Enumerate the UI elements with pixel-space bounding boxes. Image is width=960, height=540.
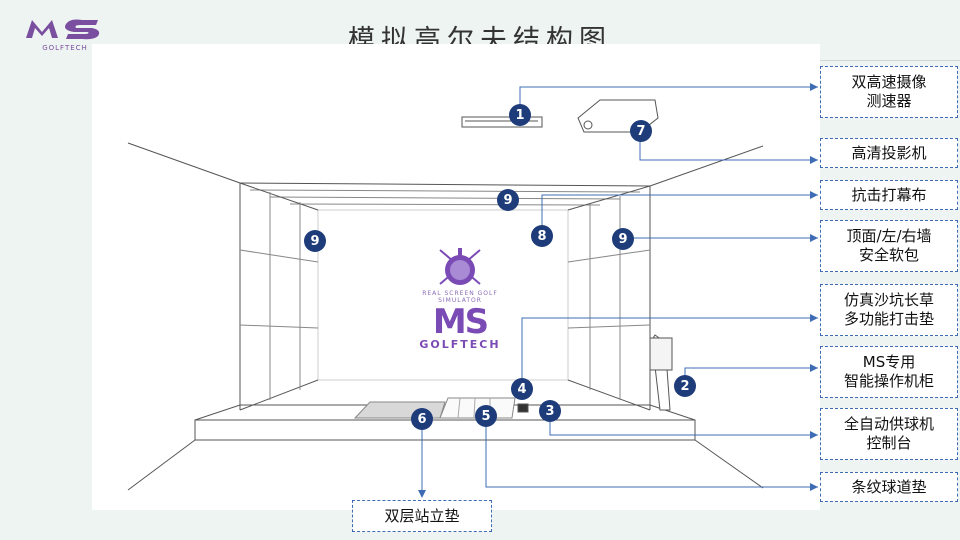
- persp-line: [649, 145, 764, 187]
- leader-fairway: [485, 426, 818, 488]
- logo-arc-text: REAL SCREEN GOLF SIMULATOR: [422, 290, 498, 304]
- leader-mat: [521, 317, 818, 378]
- label-cabinet: MS专用 智能操作机柜: [820, 346, 958, 398]
- marker-2: 2: [674, 375, 696, 397]
- label-padding: 顶面/左/右墙 安全软包: [820, 220, 958, 272]
- label-ball-control: 全自动供球机 控制台: [820, 408, 958, 460]
- marker-1: 1: [509, 104, 531, 126]
- ceiling-front-edge: [239, 182, 651, 187]
- arrow-head: [810, 191, 818, 199]
- label-camera: 双高速摄像 测速器: [820, 66, 958, 118]
- label-fairway-mat: 条纹球道垫: [820, 472, 958, 502]
- persp-line: [127, 142, 241, 184]
- logo-brand-text: MS: [432, 302, 489, 342]
- golf-crest-icon: [439, 248, 481, 285]
- marker-4: 4: [511, 378, 533, 400]
- arrow-head: [810, 483, 818, 491]
- arrow-head: [810, 364, 818, 372]
- leader-cabinet: [684, 367, 818, 375]
- marker-7: 7: [630, 120, 652, 142]
- marker-9-top: 9: [497, 189, 519, 211]
- label-standing-mat: 双层站立垫: [352, 500, 492, 532]
- brand-logo: GOLFTECH: [22, 14, 108, 58]
- screen-frame: [317, 209, 569, 381]
- marker-9-right: 9: [612, 228, 634, 250]
- leader-camera: [519, 86, 818, 106]
- marker-6: 6: [411, 408, 433, 430]
- marker-9-left: 9: [304, 230, 326, 252]
- center-brand-logo: REAL SCREEN GOLF SIMULATOR MS GOLFTECH: [400, 244, 520, 354]
- label-screen: 抗击打幕布: [820, 180, 958, 210]
- label-mat: 仿真沙坑长草 多功能打击垫: [820, 284, 958, 336]
- arrow-head: [810, 314, 818, 322]
- arrow-head: [810, 83, 818, 91]
- leader-ball-control: [549, 420, 818, 436]
- arrow-head: [810, 156, 818, 164]
- leader-screen: [541, 194, 818, 225]
- ms-logo-icon: [26, 19, 100, 40]
- arrow-head: [810, 431, 818, 439]
- arrow-head: [810, 234, 818, 242]
- marker-8: 8: [531, 225, 553, 247]
- arrow-head: [418, 490, 426, 498]
- ball-dispenser: [517, 403, 529, 413]
- camera-device-icon: [461, 116, 543, 128]
- logo-sub-text: GOLFTECH: [419, 338, 501, 351]
- marker-5: 5: [475, 405, 497, 427]
- leader-projector: [639, 140, 818, 161]
- label-projector: 高清投影机: [820, 138, 958, 168]
- logo-subtitle: GOLFTECH: [42, 44, 88, 52]
- marker-3: 3: [539, 400, 561, 422]
